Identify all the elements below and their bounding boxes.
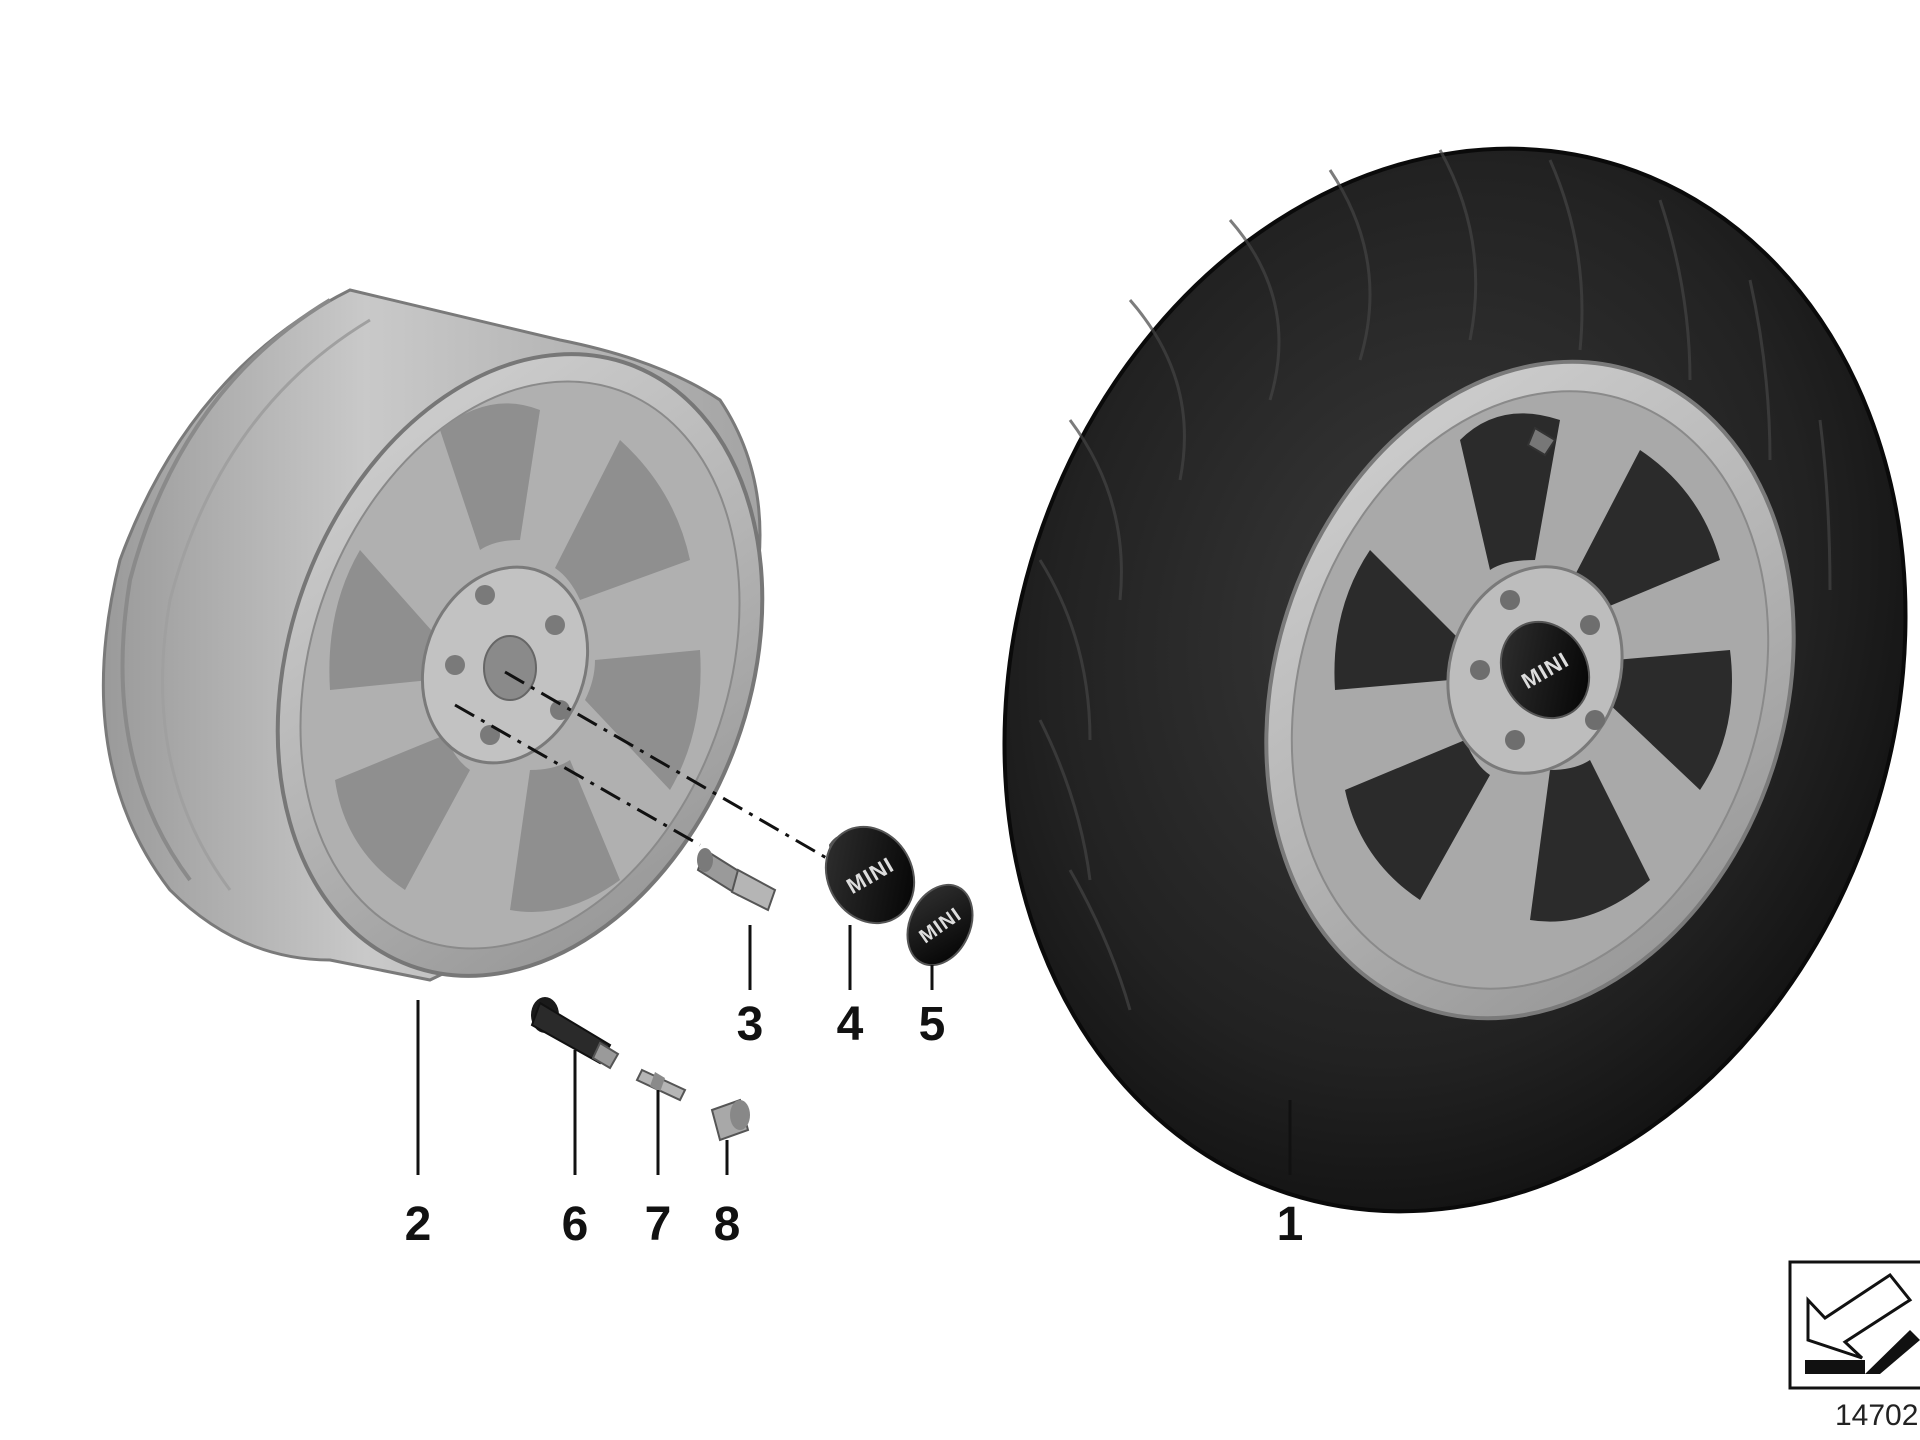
tire-valve-part bbox=[530, 997, 620, 1070]
callout-labels: 1 2 3 4 5 6 7 8 bbox=[405, 998, 1304, 1251]
reference-code: 14702 bbox=[1835, 1399, 1918, 1432]
rim-lug-holes bbox=[445, 585, 570, 745]
tire-tread bbox=[1038, 149, 1832, 1011]
callout-3: 3 bbox=[737, 998, 764, 1051]
callout-2: 2 bbox=[405, 1198, 432, 1251]
reference-symbol: 14702 bbox=[1788, 1260, 1920, 1432]
assembly-lines bbox=[454, 670, 831, 862]
callout-7: 7 bbox=[645, 1198, 672, 1251]
callout-6: 6 bbox=[562, 1198, 589, 1251]
alloy-rim bbox=[101, 288, 765, 982]
valve-core bbox=[635, 1068, 687, 1102]
rim-spoke-openings bbox=[329, 403, 701, 912]
wheel-spoke-openings bbox=[1334, 413, 1732, 922]
callout-4: 4 bbox=[837, 998, 864, 1051]
tire-valve bbox=[1526, 426, 1557, 457]
callout-5: 5 bbox=[919, 998, 946, 1051]
wheel-center-cap bbox=[1499, 620, 1591, 720]
lug-holes bbox=[1470, 590, 1605, 750]
arrow-icon bbox=[1806, 1272, 1913, 1360]
wheel-bolt bbox=[696, 848, 777, 912]
emblem: MINI bbox=[906, 883, 974, 967]
rim-center-bore bbox=[483, 635, 537, 701]
callout-8: 8 bbox=[714, 1198, 741, 1251]
complete-wheel-tire: MINI bbox=[1002, 146, 1908, 1214]
leader-lines bbox=[416, 925, 1292, 1175]
hub-cap: MINI bbox=[824, 825, 916, 925]
valve-cap bbox=[710, 1098, 750, 1142]
callout-1: 1 bbox=[1277, 1198, 1304, 1251]
